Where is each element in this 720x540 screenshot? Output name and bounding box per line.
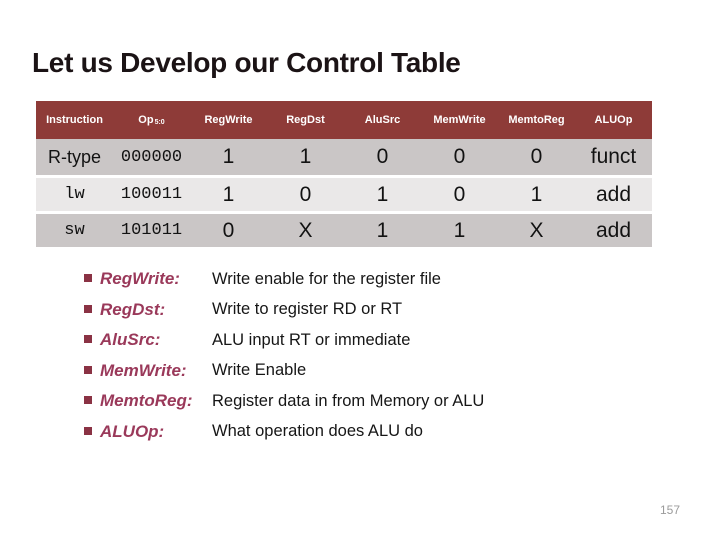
cell-regwrite: 1 bbox=[222, 182, 235, 206]
cell-memtoreg: 0 bbox=[530, 145, 543, 168]
legend-description: ALU input RT or immediate bbox=[212, 330, 411, 349]
cell-memwrite: 0 bbox=[453, 182, 466, 206]
square-bullet-icon bbox=[84, 396, 92, 405]
legend-description: Register data in from Memory or ALU bbox=[212, 391, 485, 410]
page-title: Let us Develop our Control Table bbox=[32, 47, 461, 78]
header-memtoreg: MemtoReg bbox=[508, 113, 565, 126]
cell-regdst: 1 bbox=[299, 145, 312, 168]
cell-memwrite: 0 bbox=[453, 145, 466, 168]
legend-term: MemWrite: bbox=[100, 360, 187, 380]
cell-alusrc: 0 bbox=[376, 145, 389, 168]
square-bullet-icon bbox=[84, 426, 92, 435]
header-opcode-subscript: 5:0 bbox=[154, 118, 165, 126]
legend-description: What operation does ALU do bbox=[212, 422, 423, 441]
cell-regwrite: 1 bbox=[222, 145, 235, 168]
cell-memwrite: 1 bbox=[453, 218, 466, 242]
legend-term: AluSrc: bbox=[100, 330, 161, 350]
square-bullet-icon bbox=[84, 274, 92, 283]
header-instruction: Instruction bbox=[46, 113, 103, 126]
legend-term: MemtoReg: bbox=[100, 391, 193, 411]
square-bullet-icon bbox=[84, 304, 92, 313]
cell-opcode: 100011 bbox=[120, 185, 183, 204]
header-memwrite: MemWrite bbox=[433, 113, 486, 126]
list-item: ALUOp: What operation does ALU do bbox=[84, 417, 484, 448]
header-aluop: ALUOp bbox=[594, 113, 633, 126]
cell-alusrc: 1 bbox=[376, 218, 389, 242]
cell-aluop: add bbox=[595, 182, 632, 206]
cell-instruction: sw bbox=[64, 221, 85, 240]
legend-description: Write to register RD or RT bbox=[212, 300, 403, 319]
cell-regwrite: 0 bbox=[222, 218, 235, 242]
cell-regdst: X bbox=[298, 218, 313, 242]
square-bullet-icon bbox=[84, 365, 92, 374]
list-item: RegWrite: Write enable for the register … bbox=[84, 264, 484, 295]
cell-regdst: 0 bbox=[299, 182, 312, 206]
list-item: AluSrc: ALU input RT or immediate bbox=[84, 325, 484, 356]
header-opcode-label: Op bbox=[138, 113, 154, 126]
cell-alusrc: 1 bbox=[376, 182, 389, 206]
signal-legend: RegWrite: Write enable for the register … bbox=[84, 264, 484, 447]
header-regwrite: RegWrite bbox=[204, 113, 253, 126]
square-bullet-icon bbox=[84, 335, 92, 344]
cell-memtoreg: X bbox=[529, 218, 544, 242]
cell-opcode: 101011 bbox=[120, 221, 183, 240]
legend-description: Write enable for the register file bbox=[212, 269, 441, 288]
cell-opcode: 000000 bbox=[120, 147, 183, 167]
list-item: MemtoReg: Register data in from Memory o… bbox=[84, 386, 484, 417]
cell-instruction: lw bbox=[64, 185, 85, 204]
header-alusrc: AluSrc bbox=[364, 113, 401, 126]
table-row-rtype: R-type 000000 1 1 0 0 0 funct bbox=[36, 139, 652, 175]
header-regdst: RegDst bbox=[286, 113, 325, 126]
list-item: RegDst: Write to register RD or RT bbox=[84, 295, 484, 326]
legend-term: ALUOp: bbox=[100, 421, 165, 441]
cell-instruction: R-type bbox=[47, 146, 101, 167]
table-row-lw: lw 100011 1 0 1 0 1 add bbox=[36, 178, 652, 211]
page-number: 157 bbox=[659, 503, 680, 517]
legend-description: Write Enable bbox=[212, 361, 307, 380]
cell-aluop: add bbox=[595, 218, 632, 242]
table-row-sw: sw 101011 0 X 1 1 X add bbox=[36, 214, 652, 247]
legend-term: RegDst: bbox=[100, 299, 166, 319]
cell-aluop: funct bbox=[590, 145, 637, 168]
cell-memtoreg: 1 bbox=[530, 182, 543, 206]
legend-term: RegWrite: bbox=[100, 269, 180, 289]
list-item: MemWrite: Write Enable bbox=[84, 356, 484, 387]
